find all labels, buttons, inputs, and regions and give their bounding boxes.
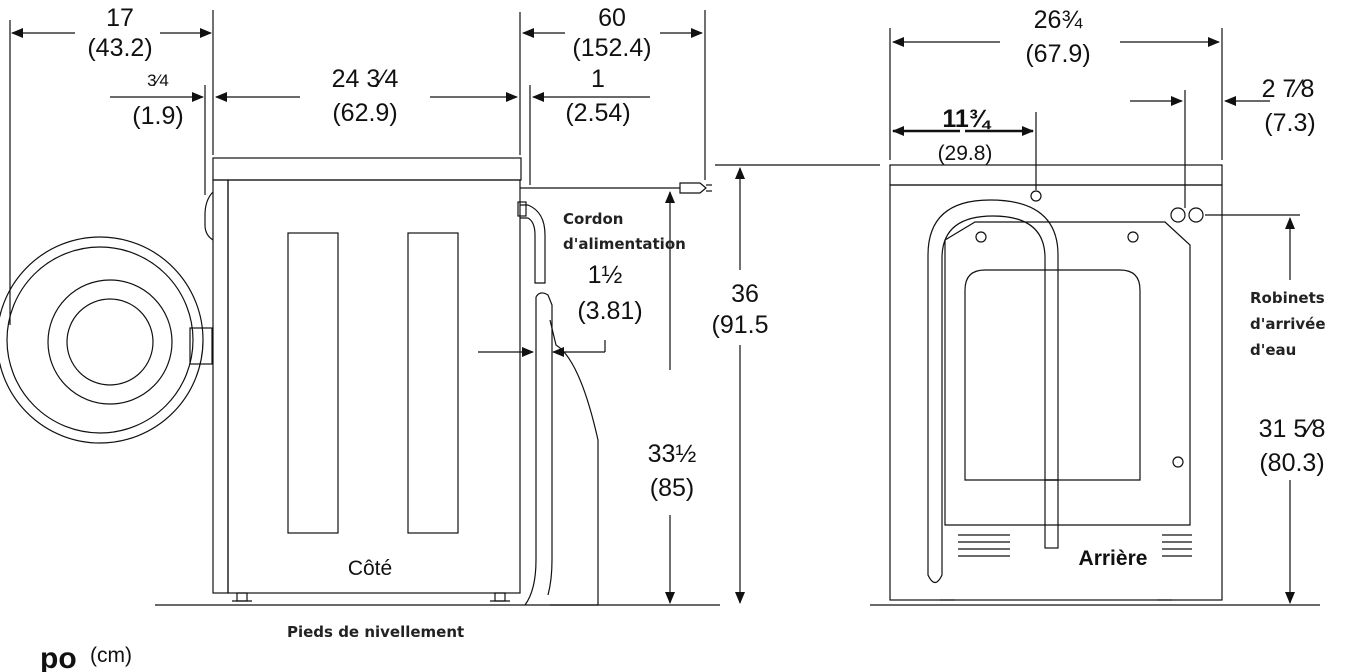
unit-inch: po [40, 642, 77, 672]
dim-60-in: 60 [598, 4, 626, 32]
dim-36-cm: (91.5 [712, 311, 769, 339]
side-labels: 17 (43.2) 3⁄4 (1.9) 24 3⁄4 (62.9) 60 (15… [87, 4, 768, 641]
side-panel-left [287, 232, 339, 534]
dim-2634-in: 26¾ [1034, 6, 1084, 34]
access-panel-inner [964, 269, 1141, 481]
hot-valve-icon [1170, 207, 1186, 223]
dim-1-in: 1 [591, 65, 605, 93]
water-valves-label-1: Robinets [1250, 289, 1325, 307]
dim-3158-in: 31 5⁄8 [1259, 415, 1326, 443]
hose-hook [520, 204, 546, 284]
dim-60-cm: (152.4) [572, 34, 651, 62]
cold-valve-icon [1188, 207, 1204, 223]
rear-view-title: Arrière [1079, 547, 1148, 570]
leveling-feet-label: Pieds de nivellement [287, 623, 464, 641]
drain-hose [535, 292, 553, 596]
rear-drain-hose [927, 199, 1059, 584]
side-panel-right [407, 232, 459, 534]
rear-top [889, 164, 1223, 186]
door-hinge [204, 191, 214, 241]
rear-dimension-lines [889, 28, 1300, 604]
water-valves-label-3: d'eau [1250, 341, 1296, 359]
foot-rear [494, 592, 506, 602]
power-cord-label-2: d'alimentation [563, 235, 686, 253]
rear-labels: 26¾ (67.9) 11¾ (29.8) 2 7⁄8 (7.3) Robine… [938, 6, 1326, 574]
unit-cm: (cm) [90, 644, 132, 667]
access-panel [944, 221, 1191, 526]
dim-3312-cm: (85) [650, 474, 694, 502]
dim-17-cm: (43.2) [87, 34, 152, 62]
dim-278-in: 2 7⁄8 [1262, 75, 1315, 103]
rear-view [870, 164, 1320, 606]
dim-112-in: 1½ [588, 261, 623, 289]
side-dimension-lines [9, 10, 880, 604]
dim-3158-cm: (80.3) [1259, 449, 1324, 477]
top-lid [212, 157, 522, 181]
dim-34-in: 3⁄4 [147, 71, 169, 90]
units-legend: po (cm) [40, 642, 132, 672]
dim-278-cm: (7.3) [1264, 109, 1315, 137]
dim-2634-cm: (67.9) [1025, 40, 1090, 68]
door-outer-ring [0, 236, 204, 444]
cabinet-side [227, 179, 521, 594]
plug-icon [679, 182, 707, 194]
water-valves-label-2: d'arrivée [1250, 315, 1326, 333]
dim-112-cm: (3.81) [577, 297, 642, 325]
dim-36-in: 36 [731, 280, 759, 308]
door-handle [189, 327, 213, 365]
vent-left [958, 534, 1010, 557]
dim-1134-in: 11¾ [942, 105, 991, 133]
dim-2434-in: 24 3⁄4 [332, 65, 399, 93]
rear-panel [889, 184, 1223, 601]
side-view-title: Côté [348, 557, 392, 580]
foot-front [236, 592, 248, 602]
door-glass [47, 279, 173, 405]
dim-1134-cm: (29.8) [938, 142, 993, 165]
dim-34-cm: (1.9) [132, 102, 183, 130]
power-cord-label-1: Cordon [563, 210, 623, 228]
dim-2434-cm: (62.9) [332, 99, 397, 127]
standpipe [549, 319, 599, 606]
vent-right [1162, 534, 1192, 557]
side-view [155, 157, 720, 606]
door-front-view [0, 236, 213, 444]
dim-17-in: 17 [106, 4, 134, 32]
front-panel-edge [212, 179, 229, 594]
dim-3312-in: 33½ [648, 440, 697, 468]
dim-1-cm: (2.54) [565, 99, 630, 127]
